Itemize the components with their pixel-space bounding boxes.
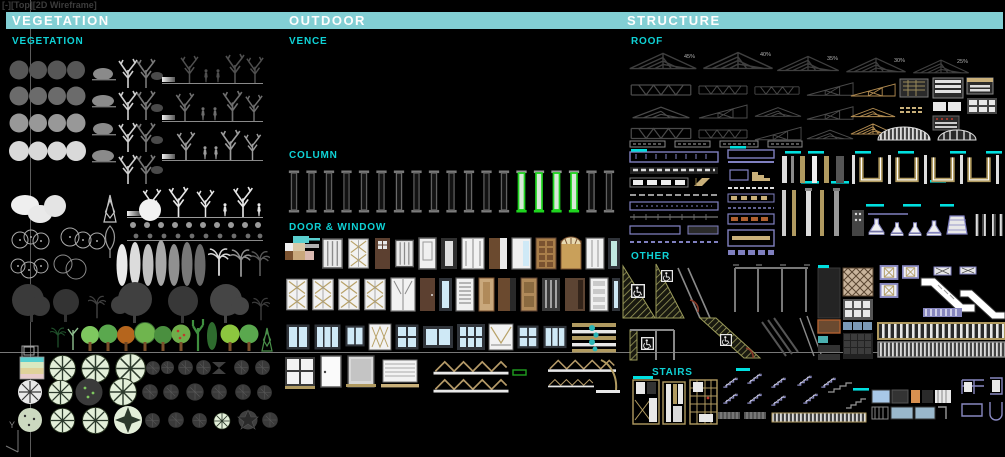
vegetation-green-tree-row[interactable] [50,319,273,352]
long-striped-strip[interactable] [771,412,867,423]
stair-run-icons[interactable] [722,373,836,406]
vegetation-cypress-row[interactable] [116,240,271,286]
vegetation-legend-block[interactable] [19,346,45,380]
window-row-3[interactable] [286,323,617,353]
section-label-door-window: DOOR & WINDOW [289,222,387,233]
vegetation-elevation-strips[interactable] [127,53,264,218]
door-row-1[interactable] [322,236,620,270]
stairs-right-cluster[interactable] [853,388,951,420]
vegetation-plan-tree-grid[interactable] [9,60,86,162]
truss-slope-label: 40% [760,52,771,58]
column-blocks-selected-green[interactable] [515,169,580,214]
slat-block-with-cyan-marks[interactable] [572,323,616,353]
roof-truss-row[interactable] [629,51,970,74]
section-label-vegetation: VEGETATION [12,36,84,47]
header-bar [6,12,1003,29]
dark-stair-strips[interactable] [718,412,766,419]
travelator-1[interactable] [877,322,1005,340]
roof-truss-grid[interactable] [630,82,896,141]
vegetation-narrow-trees[interactable] [103,194,117,258]
section-label-column: COLUMN [289,150,338,161]
door-row-2[interactable] [286,277,620,312]
step-frames[interactable] [828,382,866,409]
stairs-blocks[interactable] [632,368,1003,425]
vegetation-shrub-elevations[interactable] [92,68,116,163]
escalator-1[interactable] [920,277,976,313]
header-title-vegetation: VEGETATION [12,13,110,28]
cable-car-blocks[interactable] [933,266,977,276]
machinery-row[interactable] [852,210,1003,236]
ucs-icon [5,430,19,453]
truss-slope-label: 30% [894,58,905,64]
column-blocks-row[interactable] [288,169,615,214]
travelator-2[interactable] [877,341,1005,358]
header-title-outdoor: OUTDOOR [289,13,366,28]
u-channel-row[interactable] [852,155,999,184]
roof-panel-cluster[interactable] [877,77,997,141]
truss-slope-label: 45% [684,54,695,60]
section-label-other: OTHER [631,251,670,262]
truss-slope-label: 35% [827,56,838,62]
moulding-stack-mid[interactable] [727,149,775,255]
ucs-y-label: Y [9,420,16,430]
green-marker-rect [512,369,527,376]
other-elevators-escalators[interactable] [877,265,1005,358]
header-title-structure: STRUCTURE [627,13,721,28]
other-material-palettes[interactable] [817,265,874,360]
truss-slope-label: 25% [957,59,968,65]
vegetation-plan-circle-rows[interactable] [18,352,279,435]
diagonal-ramp-band[interactable] [698,317,762,359]
moulding-stack-left[interactable] [629,151,719,243]
bowtie-block [212,362,226,374]
other-ramps-and-rails[interactable] [622,263,822,361]
escalator-2[interactable] [959,289,1005,320]
vegetation-branch-trees[interactable] [118,58,163,184]
stairs-far-right[interactable] [961,377,1003,421]
tan-truss-stack[interactable] [850,83,896,135]
section-label-stairs: STAIRS [652,367,693,378]
gate-frame[interactable] [629,329,675,361]
section-label-vence: VENCE [289,36,328,47]
viewport-controls[interactable]: [-][Top][2D Wireframe] [2,0,97,10]
door-window-swatch-block[interactable] [285,236,320,260]
vegetation-outline-clusters[interactable] [10,227,106,280]
vegetation-white-clusters[interactable] [11,195,161,223]
structure-detail-bars[interactable] [629,140,803,255]
stair-plan-tan-2[interactable] [662,381,686,425]
roof-truss-slope-labels: 45% 40% 35% 30% 25% [684,52,968,65]
railing-frame[interactable] [733,264,810,312]
stair-plan-tan-3[interactable] [689,379,718,425]
door-window-row-4[interactable] [285,355,620,393]
stair-plan-tan-1[interactable] [632,376,660,425]
section-label-roof: ROOF [631,36,664,47]
dome-blocks[interactable] [877,126,977,141]
structure-post-details[interactable] [631,146,1003,236]
vegetation-groundcover-rows[interactable] [127,222,263,241]
vegetation-dark-tree-row[interactable] [12,282,270,323]
